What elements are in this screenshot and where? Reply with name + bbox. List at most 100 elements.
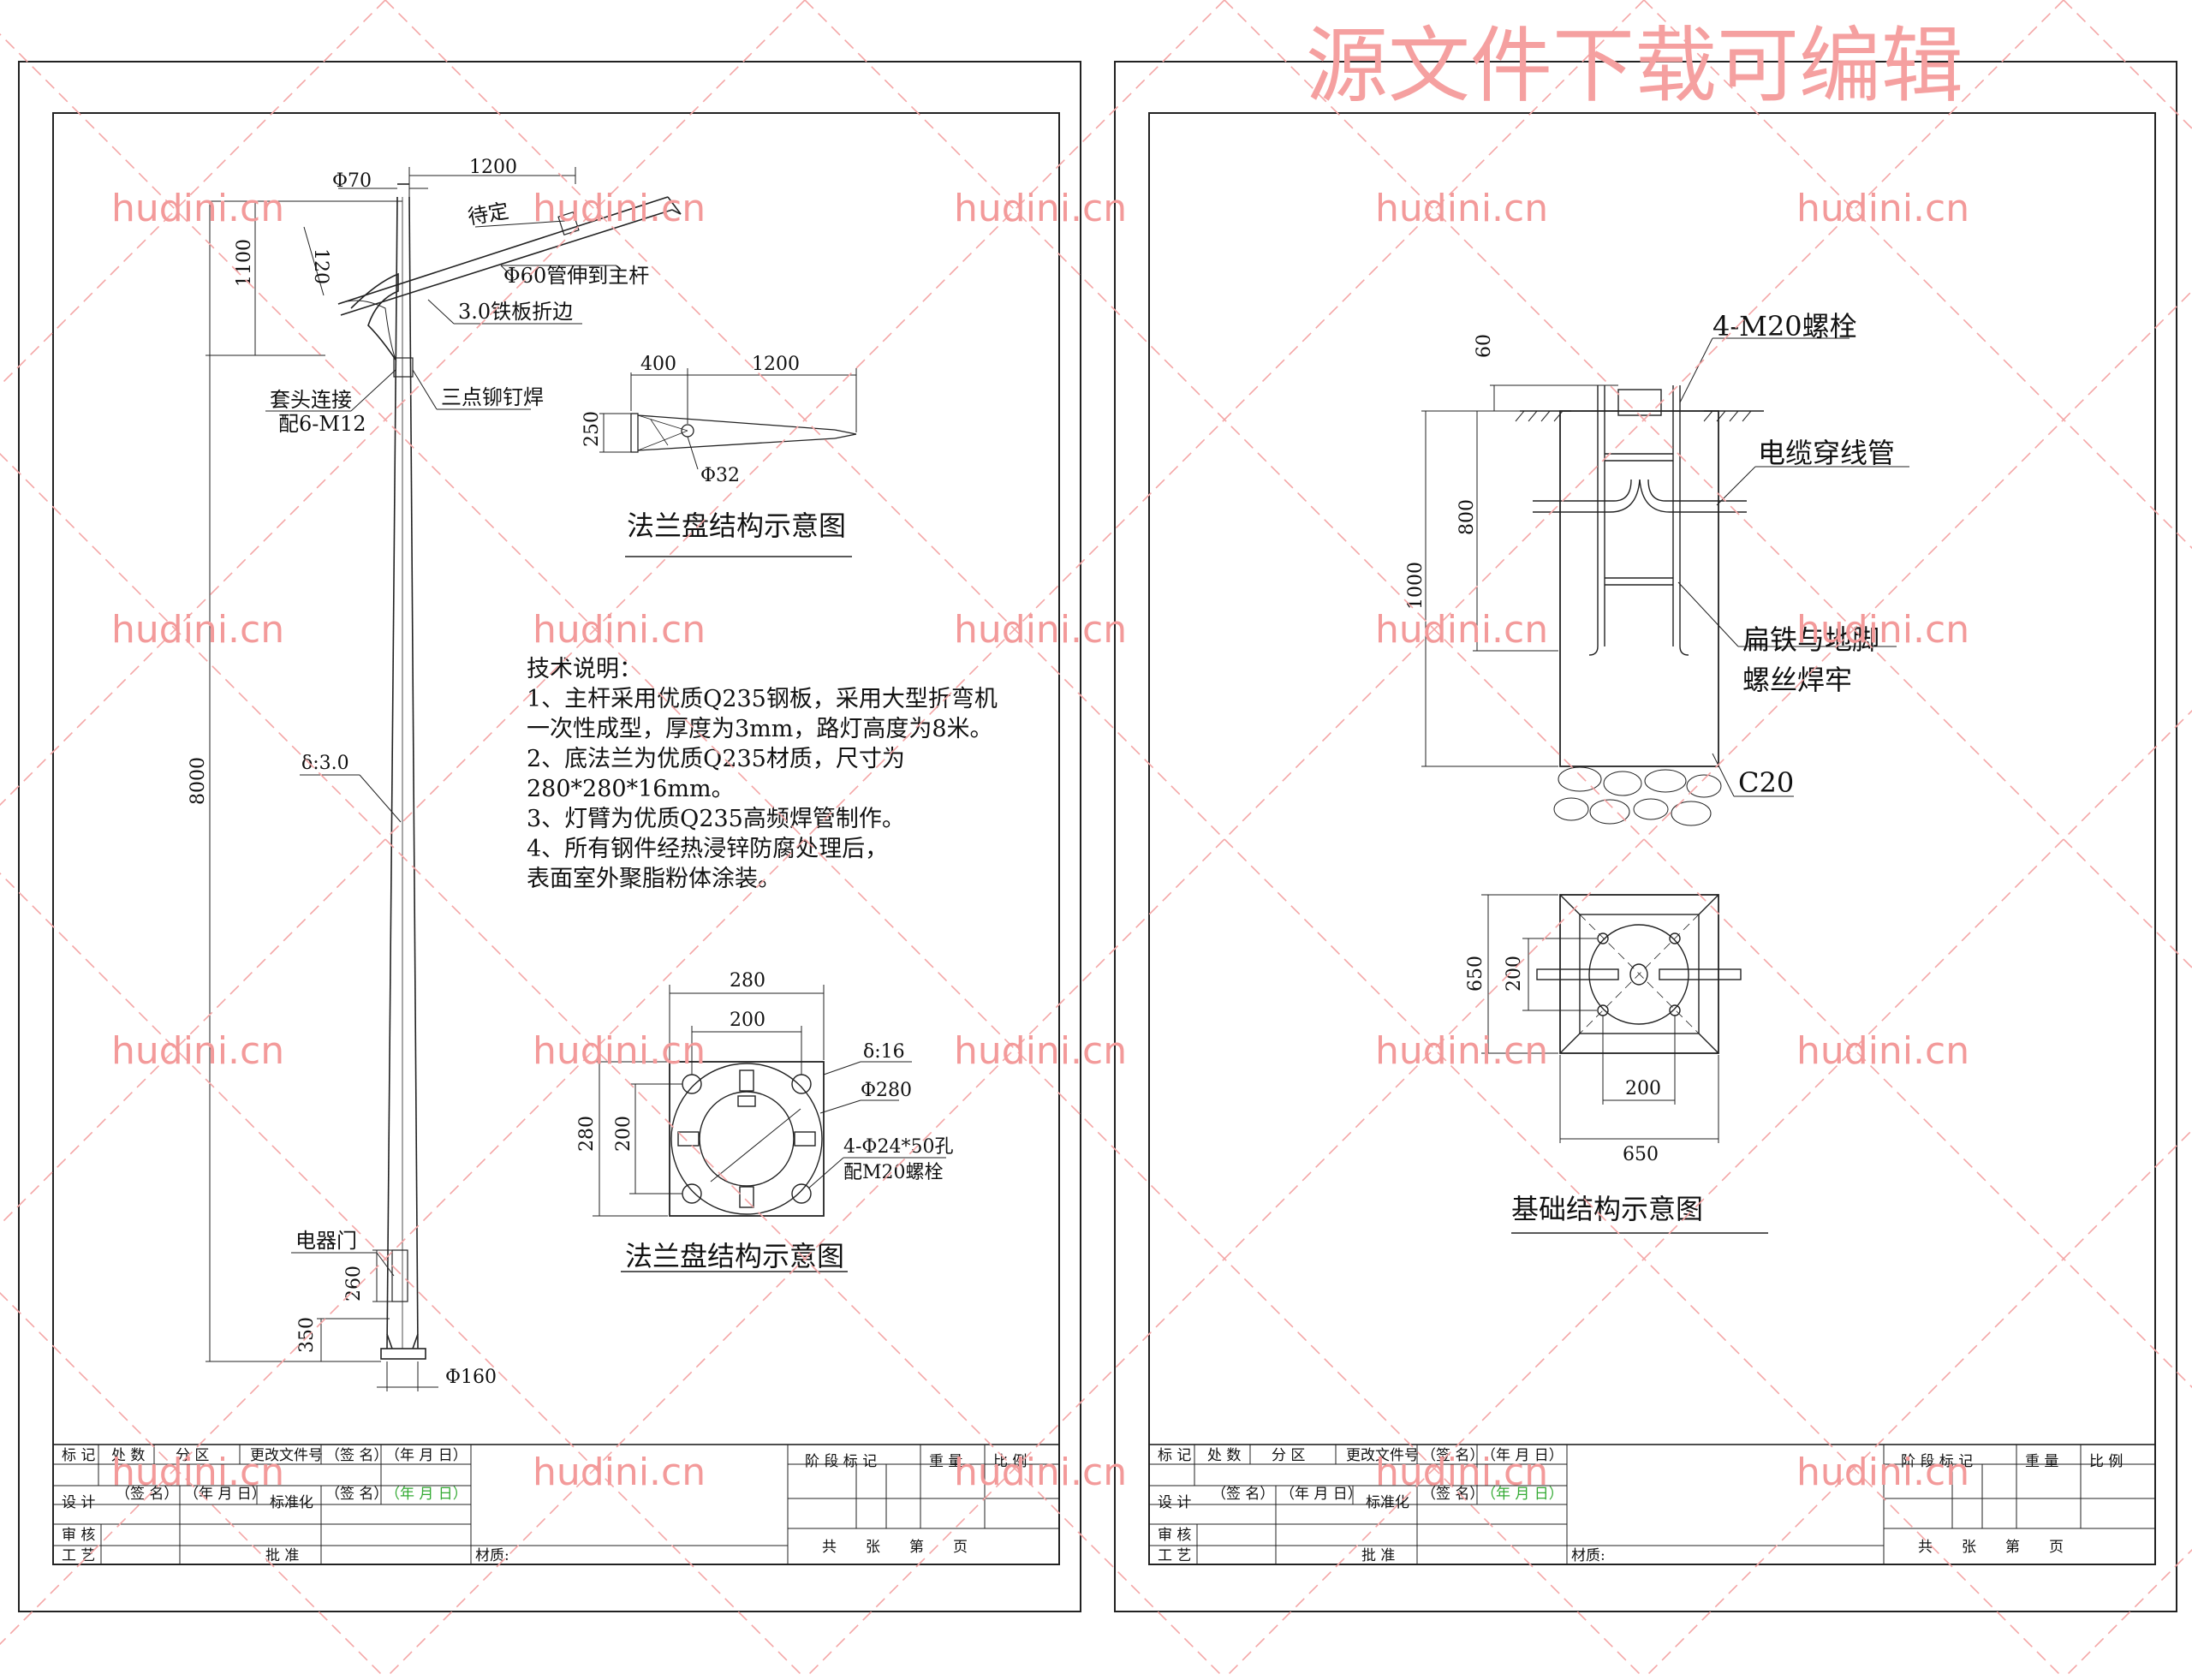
d8000-label: 8000 bbox=[188, 757, 209, 805]
plan-d650-bottom: 650 bbox=[1623, 1144, 1659, 1165]
tbr-sign-2: （签 名） bbox=[1212, 1486, 1274, 1503]
flange-thickness: δ:16 bbox=[863, 1041, 905, 1063]
arm-detail bbox=[599, 368, 857, 557]
d1100-label: 1100 bbox=[234, 239, 255, 287]
tbr-sheets: 共 张 第 页 bbox=[1918, 1539, 2064, 1556]
watermark-diagonal bbox=[806, 289, 2192, 1677]
tbr-sign: （签 名） bbox=[1421, 1447, 1484, 1464]
phi160-label: Φ160 bbox=[445, 1367, 497, 1388]
sheet-frames bbox=[18, 61, 2177, 1612]
foundation-d1000: 1000 bbox=[1405, 562, 1427, 610]
notes-line-1: 1、主杆采用优质Q235钢板，采用大型折弯机 bbox=[527, 686, 998, 712]
foundation-labels: 4-M20螺栓 60 800 1000 电缆穿线管 扁铁与地脚 螺丝焊牢 C20 bbox=[1405, 310, 1895, 799]
d350-label: 350 bbox=[296, 1317, 318, 1353]
notes-heading: 技术说明： bbox=[527, 656, 642, 682]
tbr-material: 材质: bbox=[1571, 1547, 1605, 1564]
foundation-d60: 60 bbox=[1474, 334, 1495, 358]
tbr-design: 设 计 bbox=[1158, 1494, 1191, 1511]
watermark-diagonal bbox=[2064, 1548, 2192, 1677]
tb-process: 工 艺 bbox=[62, 1547, 95, 1564]
arm-d400: 400 bbox=[640, 354, 676, 375]
tb-approve: 批 准 bbox=[265, 1547, 299, 1564]
foundation-concrete: C20 bbox=[1738, 766, 1794, 799]
phi70-label: Φ70 bbox=[332, 170, 372, 192]
tbr-date: （年 月 日） bbox=[1481, 1447, 1564, 1464]
tb-count: 处 数 bbox=[111, 1447, 145, 1464]
foundation-plan bbox=[1481, 894, 1768, 1234]
watermark-site-text: hudini.cn bbox=[954, 1451, 1127, 1494]
tb-design: 设 计 bbox=[62, 1494, 95, 1511]
watermark-site-text: hudini.cn bbox=[1375, 608, 1548, 652]
tb-sign: （签 名） bbox=[325, 1447, 388, 1464]
pole-dimensions bbox=[206, 167, 616, 1391]
tbr-date-3: （年 月 日） bbox=[1481, 1486, 1564, 1503]
arm-d1200: 1200 bbox=[752, 354, 800, 375]
tb-scale: 比 例 bbox=[993, 1453, 1027, 1470]
foundation-bolts: 4-M20螺栓 bbox=[1712, 310, 1857, 343]
watermark-site-text: hudini.cn bbox=[1375, 1451, 1548, 1494]
watermark-site-text: hudini.cn bbox=[1375, 187, 1548, 230]
flange-title: 法兰盘结构示意图 bbox=[625, 1240, 844, 1272]
tbr-process: 工 艺 bbox=[1158, 1547, 1191, 1564]
sleeve-label: 套头连接 bbox=[270, 388, 352, 412]
watermark-diagonal bbox=[1225, 709, 2192, 1677]
tb-stage: 阶 段 标 记 bbox=[805, 1453, 877, 1470]
watermark-site-text: hudini.cn bbox=[1375, 1029, 1548, 1073]
pole-elevation bbox=[337, 183, 682, 1360]
title-block-right-text: 标 记 处 数 分 区 更改文件号 （签 名） （年 月 日） 设 计 （签 名… bbox=[1158, 1447, 2123, 1564]
rivet-label: 三点铆钉焊 bbox=[441, 385, 544, 409]
watermark-site-text: hudini.cn bbox=[1796, 1451, 1969, 1494]
plate-label: 3.0铁板折边 bbox=[458, 300, 573, 324]
watermark-site-text: hudini.cn bbox=[111, 187, 284, 230]
tbr-review: 审 核 bbox=[1158, 1527, 1191, 1544]
tb-doc: 更改文件号 bbox=[250, 1447, 323, 1464]
watermark-diagonal bbox=[1224, 0, 2192, 969]
watermark-diagonal bbox=[2063, 0, 2192, 130]
tb-sheets: 共 张 第 页 bbox=[822, 1539, 968, 1556]
arm-detail-labels: 400 1200 250 Φ32 法兰盘结构示意图 bbox=[581, 354, 846, 542]
tbr-mark: 标 记 bbox=[1158, 1447, 1191, 1464]
title-block-left-text: 标 记 处 数 分 区 更改文件号 （签 名） （年 月 日） 设 计 （签 名… bbox=[62, 1447, 1027, 1564]
foundation-plan-labels: 650 200 200 650 基础结构示意图 bbox=[1465, 956, 1703, 1225]
tb-standard: 标准化 bbox=[270, 1494, 313, 1511]
tb-sign-2: （签 名） bbox=[116, 1486, 178, 1503]
d120-label: 120 bbox=[310, 248, 331, 284]
flange-d200-left: 200 bbox=[613, 1116, 634, 1152]
thickness-label: δ:3.0 bbox=[301, 753, 349, 774]
watermark-diagonal bbox=[1643, 0, 2192, 550]
watermark-site-text: hudini.cn bbox=[111, 608, 284, 652]
tb-mark: 标 记 bbox=[62, 1447, 95, 1464]
flange-plate bbox=[593, 985, 946, 1272]
d260-label: 260 bbox=[343, 1266, 365, 1302]
watermark-site-text: hudini.cn bbox=[111, 1451, 284, 1494]
watermark-diagonal bbox=[1645, 1129, 2192, 1677]
tbr-weight: 重 量 bbox=[2025, 1453, 2058, 1470]
tb-sign-3: （签 名） bbox=[325, 1486, 388, 1503]
download-banner: 源文件下载可编辑 bbox=[1306, 18, 1963, 114]
watermark-site-text: hudini.cn bbox=[1796, 1029, 1969, 1073]
tb-review: 审 核 bbox=[62, 1527, 95, 1544]
foundation-section bbox=[1421, 337, 1909, 826]
title-block-right bbox=[1148, 1444, 2156, 1565]
tbr-sign-3: （签 名） bbox=[1421, 1486, 1484, 1503]
d1200-label: 1200 bbox=[469, 157, 517, 178]
tbr-standard: 标准化 bbox=[1366, 1494, 1409, 1511]
pipe-label: Φ60管伸到主杆 bbox=[503, 264, 649, 288]
watermark-site-text: hudini.cn bbox=[954, 608, 1127, 652]
foundation-flat-iron-2: 螺丝焊牢 bbox=[1742, 664, 1852, 696]
notes-line-6: 4、所有钢件经热浸锌防腐处理后， bbox=[527, 836, 888, 862]
watermark-site-text: hudini.cn bbox=[533, 608, 706, 652]
tech-notes: 技术说明： 1、主杆采用优质Q235钢板，采用大型折弯机 一次性成型，厚度为3m… bbox=[527, 656, 998, 892]
pole-labels: Φ70 1200 120 1100 待定 Φ60管伸到主杆 3.0铁板折边 套头… bbox=[188, 157, 649, 1388]
watermark-texts: hudini.cn hudini.cn hudini.cn hudini.cn hudi… bbox=[111, 187, 1969, 1494]
watermark-site-text: hudini.cn bbox=[111, 1029, 284, 1073]
plan-title: 基础结构示意图 bbox=[1511, 1193, 1703, 1225]
tbr-zone: 分 区 bbox=[1272, 1447, 1305, 1464]
flange-holes: 4-Φ24*50孔 bbox=[843, 1136, 953, 1158]
notes-line-4: 280*280*16mm。 bbox=[527, 776, 735, 802]
tbr-scale: 比 例 bbox=[2089, 1453, 2123, 1470]
tbr-doc: 更改文件号 bbox=[1346, 1447, 1419, 1464]
foundation-d800: 800 bbox=[1456, 499, 1478, 535]
flange-d280-top: 280 bbox=[730, 970, 765, 992]
watermark-site-text: hudini.cn bbox=[1796, 187, 1969, 230]
